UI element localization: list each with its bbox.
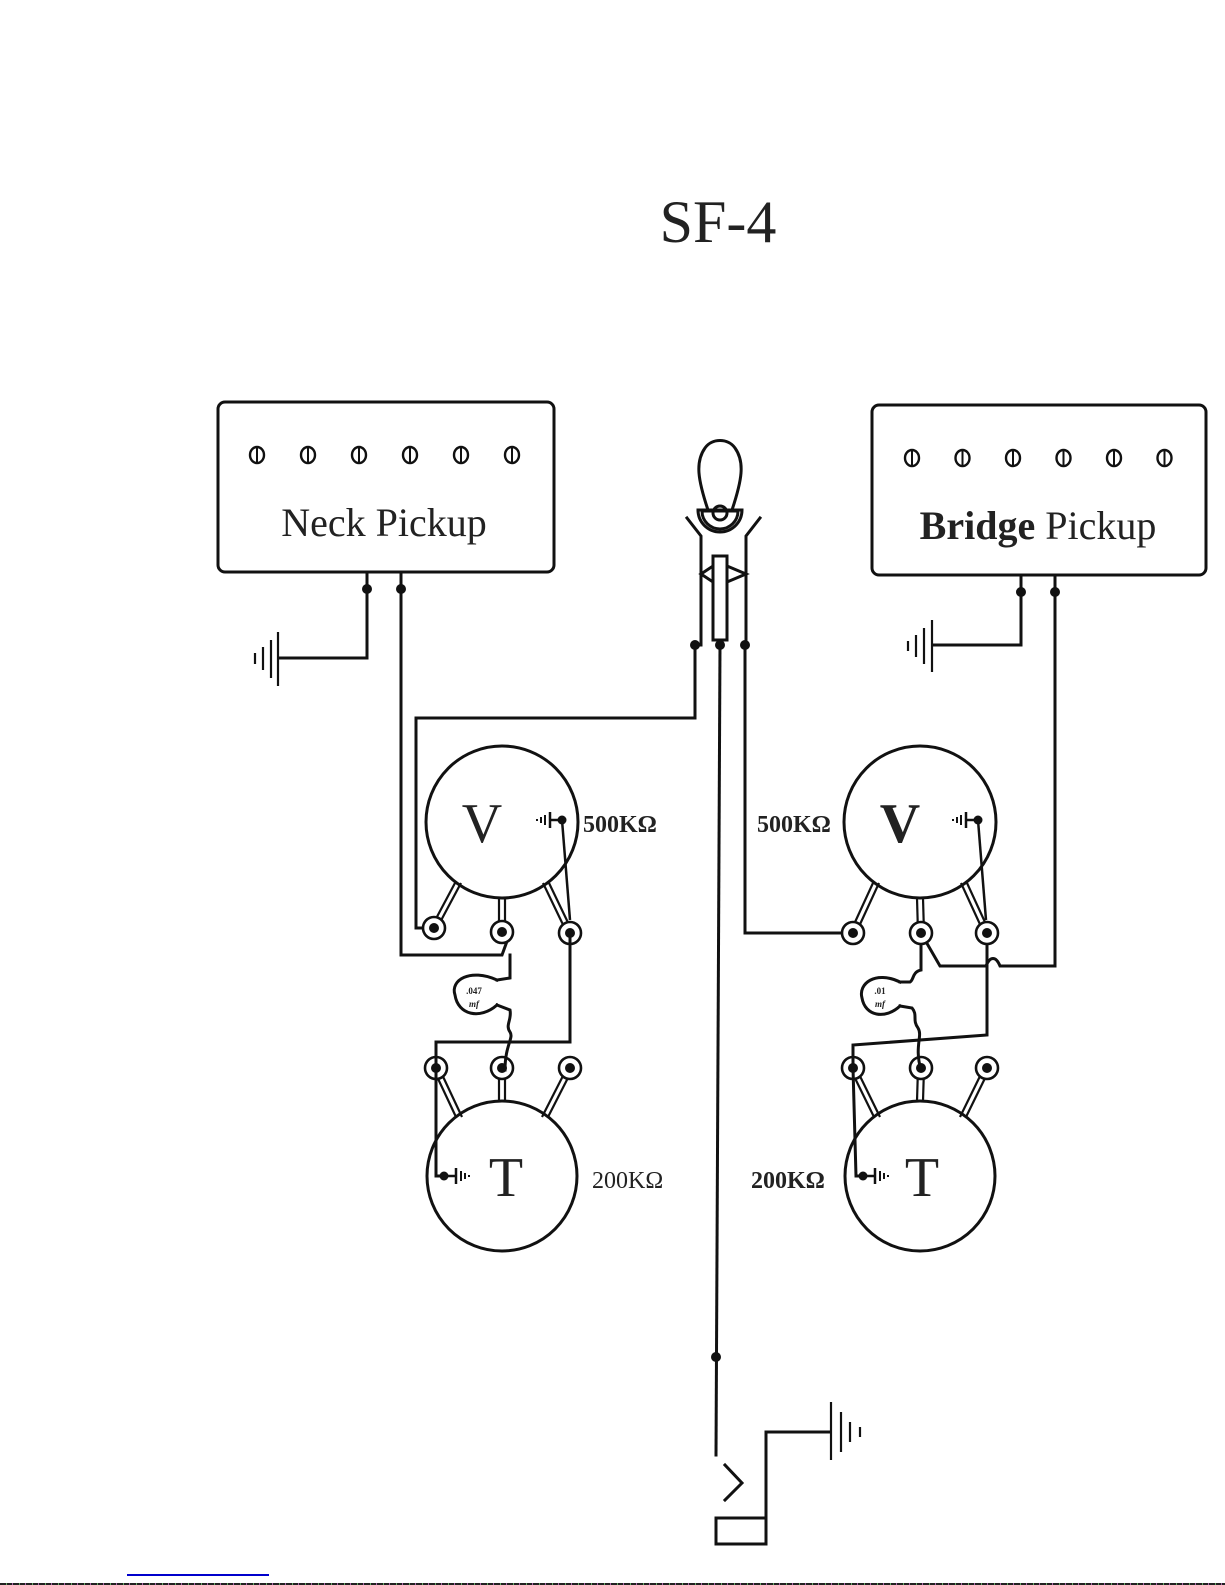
neck-cap-value: .047 bbox=[466, 986, 482, 996]
bridge-cap-value: .01 bbox=[874, 986, 886, 996]
bridge-pickup: Bridge Pickup bbox=[870, 403, 1208, 577]
pot-lug bbox=[421, 882, 462, 941]
toggle-lever bbox=[697, 439, 743, 512]
bridge-cap-unit: mf bbox=[875, 999, 886, 1009]
pole-piece-icon bbox=[350, 445, 368, 465]
pot-lug bbox=[541, 1055, 583, 1118]
neck-pickup: Neck Pickup bbox=[216, 400, 556, 574]
bridge-pickup-label: Bridge Pickup bbox=[920, 503, 1157, 548]
pot-lug bbox=[840, 882, 880, 946]
neck-volume-pot: V bbox=[421, 744, 583, 946]
pole-piece-icon bbox=[1105, 448, 1123, 468]
pole-piece-icon bbox=[1004, 448, 1022, 468]
bridge-pole-pieces bbox=[903, 448, 1173, 468]
neck-volume-pot-letter: V bbox=[462, 793, 502, 855]
bridge-ground-icon bbox=[906, 620, 934, 672]
bridge-pickup-body bbox=[870, 403, 1208, 577]
bridge-volume-pot-letter: V bbox=[880, 793, 920, 855]
neck-ground-icon bbox=[253, 632, 280, 686]
pole-piece-icon bbox=[248, 445, 266, 465]
footer-link-underline bbox=[127, 1574, 269, 1576]
pole-piece-icon bbox=[954, 448, 971, 468]
pot-lug bbox=[423, 1055, 463, 1118]
pot-lug bbox=[840, 1055, 881, 1118]
bridge-tone-pot: T bbox=[840, 1055, 1000, 1253]
neck-tone-pot: T bbox=[423, 1055, 583, 1253]
jack-ground-icon bbox=[829, 1402, 862, 1460]
bridge-tone-value: 200KΩ bbox=[751, 1168, 825, 1194]
pot-lug bbox=[489, 898, 515, 945]
pole-piece-icon bbox=[452, 445, 470, 465]
bridge-capacitor: .01 mf bbox=[859, 976, 903, 1016]
neck-tone-pot-letter: T bbox=[489, 1147, 523, 1209]
pole-piece-icon bbox=[1055, 448, 1072, 468]
diagram-title: SF-4 bbox=[660, 189, 777, 255]
neck-capacitor: .047 mf bbox=[452, 973, 500, 1016]
pole-piece-icon bbox=[903, 448, 921, 468]
neck-capacitor-wiring bbox=[434, 931, 572, 1178]
pole-piece-icon bbox=[503, 445, 521, 465]
neck-volume-value: 500KΩ bbox=[583, 812, 657, 838]
neck-pole-pieces bbox=[248, 445, 521, 465]
pot-lug bbox=[960, 882, 1000, 946]
pole-piece-icon bbox=[299, 445, 317, 465]
pot-lug bbox=[489, 1055, 515, 1101]
neck-pickup-label: Neck Pickup bbox=[281, 500, 487, 545]
bridge-volume-pot: V bbox=[840, 744, 1000, 946]
bridge-capacitor-wiring bbox=[851, 943, 989, 1178]
neck-tone-value: 200KΩ bbox=[592, 1168, 663, 1194]
neck-pickup-body bbox=[216, 400, 556, 574]
pole-piece-icon bbox=[1156, 448, 1173, 468]
pole-piece-icon bbox=[401, 445, 419, 465]
toggle-switch bbox=[684, 439, 763, 650]
neck-cap-unit: mf bbox=[469, 999, 480, 1009]
pot-lug bbox=[542, 882, 583, 946]
pot-lug bbox=[908, 897, 934, 946]
bridge-tone-pot-letter: T bbox=[905, 1147, 939, 1209]
bridge-label-bold: Bridge bbox=[920, 503, 1036, 548]
footer-scan-edge bbox=[0, 1583, 1225, 1585]
output-wire bbox=[711, 643, 722, 1457]
output-jack bbox=[714, 1402, 862, 1546]
bridge-label-rest: Pickup bbox=[1035, 503, 1156, 548]
pot-lug bbox=[959, 1055, 1000, 1118]
bridge-volume-value: 500KΩ bbox=[757, 812, 831, 838]
